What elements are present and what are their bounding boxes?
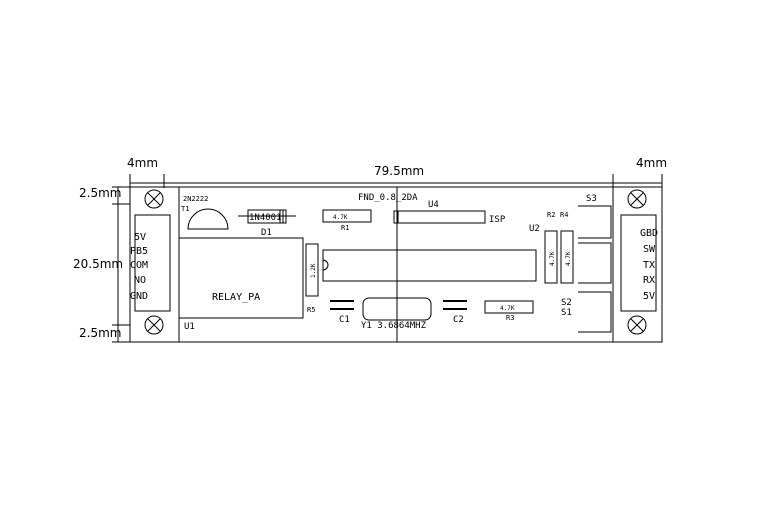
left-pin-label: 5V	[134, 232, 146, 243]
crystal-label: Y1 3.6864MHZ	[361, 321, 427, 331]
diode-d1	[238, 209, 296, 224]
right-pin-label: TX	[643, 260, 655, 271]
r2-ref-label: R2	[547, 211, 555, 219]
switch-s2	[578, 242, 612, 284]
mcu-u2	[322, 249, 537, 282]
diode-ref-label: D1	[261, 228, 272, 238]
resistor-r4	[560, 230, 574, 284]
left-pin-label: NO	[134, 275, 146, 286]
dimension-lines	[112, 174, 663, 343]
right-pin-label: RX	[643, 275, 655, 286]
transistor-ref-label: T1	[181, 205, 189, 213]
r5-value-label: 1.2K	[310, 263, 317, 278]
transistor-part-label: 2N2222	[183, 195, 208, 203]
r4-ref-label: R4	[560, 211, 568, 219]
resistor-r1	[322, 209, 372, 223]
left-pin-label: PB5	[130, 246, 148, 257]
s3-ref-label: S3	[586, 194, 597, 204]
r1-ref-label: R1	[341, 224, 349, 232]
relay-body	[178, 237, 304, 319]
diode-part-label: 1N4001	[249, 213, 282, 223]
resistor-r2	[544, 230, 558, 284]
r5-ref-label: R5	[307, 306, 315, 314]
c2-ref-label: C2	[453, 315, 464, 325]
left-terminal-block	[134, 214, 171, 312]
dim-left-top: 2.5mm	[79, 186, 121, 200]
u4-ref-label: U4	[428, 200, 439, 210]
relay-ref-label: U1	[184, 322, 195, 332]
r2-value-label: 4.7K	[549, 251, 556, 266]
resistor-r5	[305, 243, 319, 297]
isp-label: ISP	[489, 215, 506, 225]
left-pin-label: GND	[130, 291, 148, 302]
r1-value-label: 4.7K	[333, 214, 348, 221]
isp-header	[393, 210, 486, 224]
mcu-notch	[322, 259, 329, 271]
s1-ref-label: S1	[561, 308, 572, 318]
s2-ref-label: S2	[561, 298, 572, 308]
transistor-body	[187, 208, 229, 230]
dim-left-height: 20.5mm	[73, 257, 123, 271]
r3-value-label: 4.7K	[500, 305, 515, 312]
relay-part-label: RELAY_PA	[212, 292, 260, 303]
dim-left-bottom: 2.5mm	[79, 326, 121, 340]
display-label: FND_0.8_2DA	[358, 193, 418, 203]
left-pin-label: COM	[130, 260, 148, 271]
mounting-hole-bottom-left	[144, 315, 164, 335]
dim-top-left: 4mm	[127, 156, 158, 170]
right-terminal-block	[620, 214, 657, 312]
crystal-y1	[362, 297, 432, 321]
mounting-hole-top-left	[144, 189, 164, 209]
switch-s3	[578, 205, 612, 239]
capacitor-c2	[443, 300, 467, 310]
right-pin-label: 5V	[643, 291, 655, 302]
right-pin-label: GBD	[640, 228, 658, 239]
right-pin-label: SW	[643, 244, 656, 255]
u2-ref-label: U2	[529, 224, 540, 234]
mounting-hole-top-right	[627, 189, 647, 209]
mounting-hole-bottom-right	[627, 315, 647, 335]
dim-top-right: 4mm	[636, 156, 667, 170]
c1-ref-label: C1	[339, 315, 350, 325]
board-outline	[129, 186, 663, 343]
r4-value-label: 4.7K	[565, 251, 572, 266]
r3-ref-label: R3	[506, 314, 514, 322]
capacitor-c1	[330, 300, 354, 310]
switch-s1	[578, 291, 612, 333]
dim-top-total: 79.5mm	[374, 164, 424, 178]
resistor-r3	[484, 300, 534, 314]
